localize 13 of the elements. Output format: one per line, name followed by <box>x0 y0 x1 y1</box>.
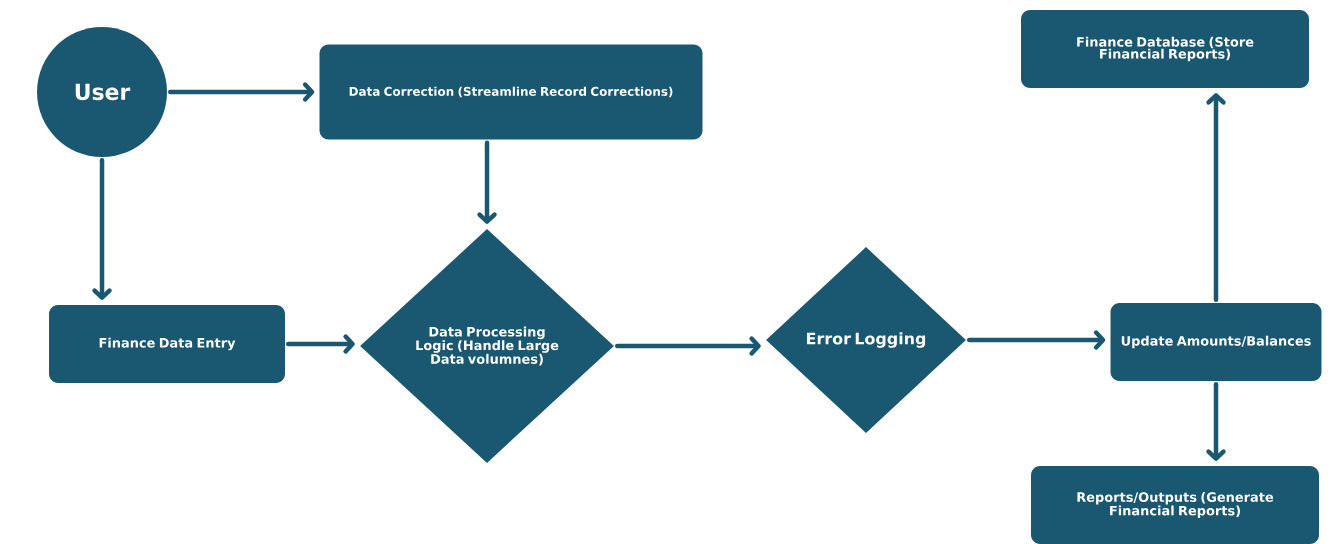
arrow <box>1206 381 1226 461</box>
arrow <box>1206 93 1226 303</box>
process-box: Data Correction (Streamline Record Corrections) <box>319 44 703 140</box>
arrow <box>477 140 497 224</box>
arrow <box>92 157 112 300</box>
process-box: Finance Database (Store Financial Reports) <box>1021 10 1309 88</box>
arrow <box>614 336 761 356</box>
process-box: Update Amounts/Balances <box>1110 303 1322 381</box>
arrow <box>167 82 315 102</box>
arrow <box>966 330 1106 350</box>
process-box: Reports/Outputs (Generate Financial Reports) <box>1031 466 1319 544</box>
arrow <box>285 334 355 354</box>
process-box: Finance Data Entry <box>49 305 285 383</box>
